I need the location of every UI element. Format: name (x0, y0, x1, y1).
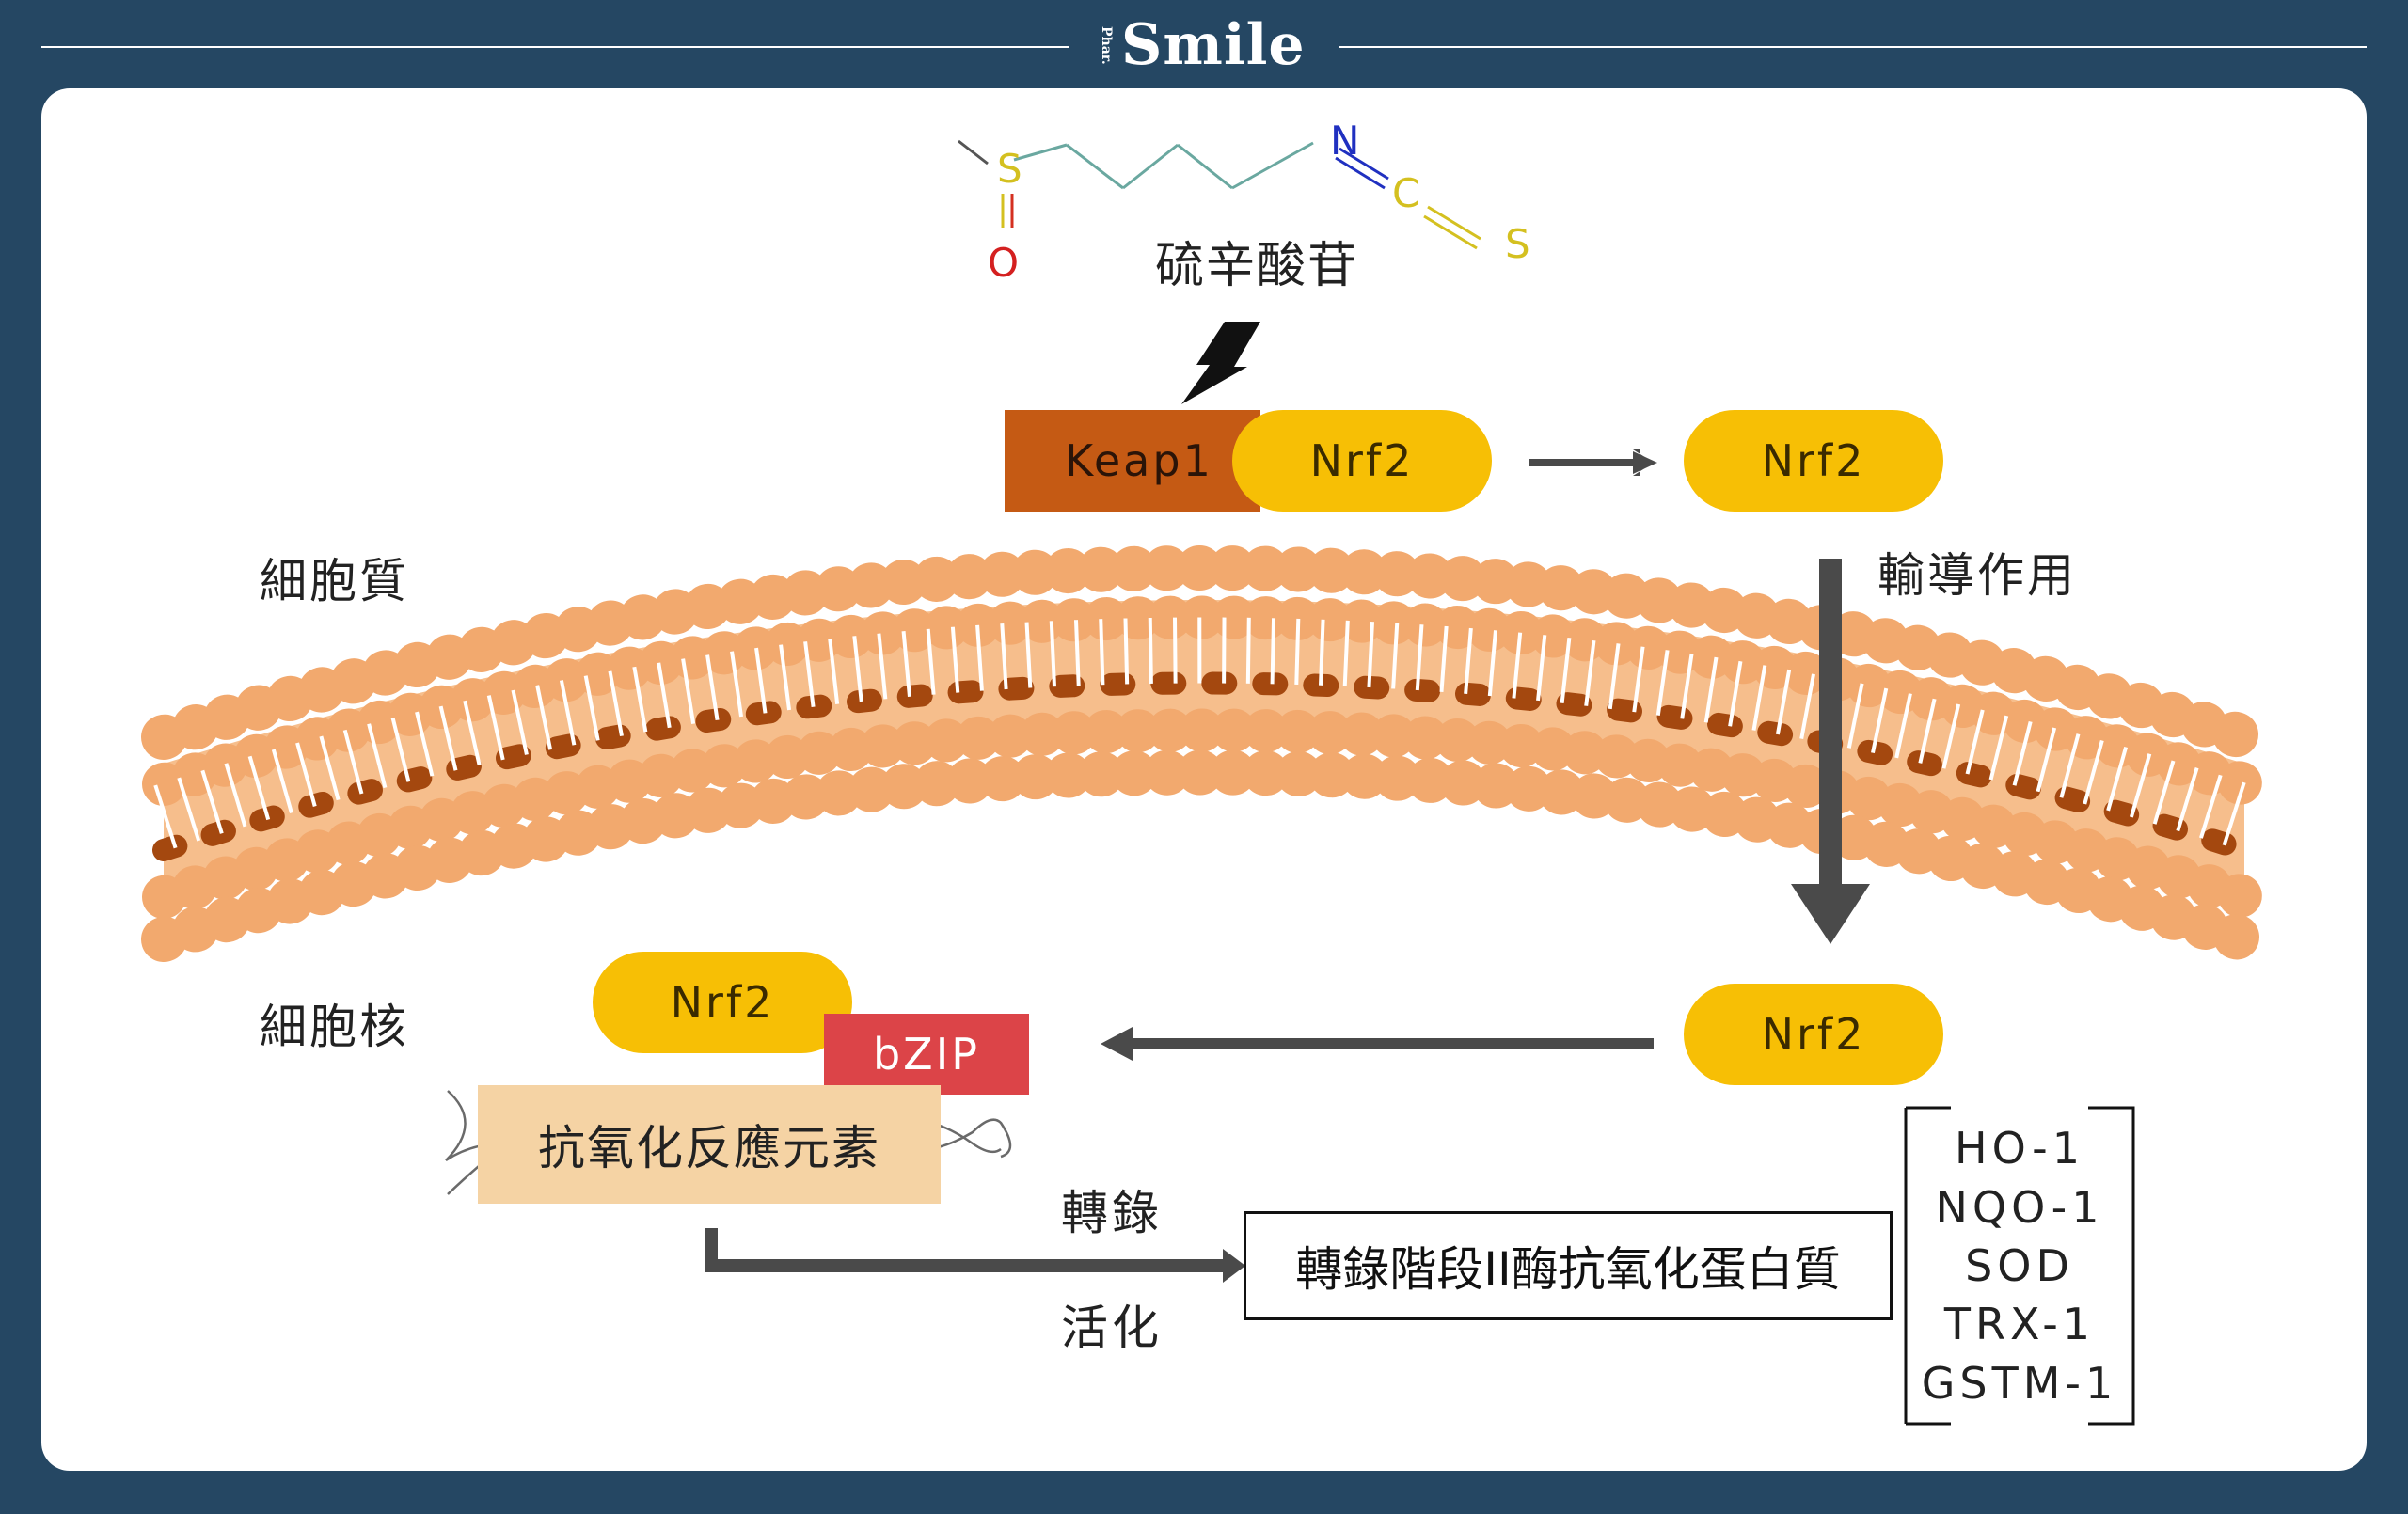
atom-s2: S (1505, 221, 1530, 267)
compound-name: 硫辛酸苷 (1155, 238, 1359, 294)
translocation-label: 輸導作用 (1877, 548, 2077, 603)
transcription-arrow-head (1223, 1249, 1245, 1283)
nrf2-bound-label: Nrf2 (1309, 435, 1415, 486)
translocation-arrow-shaft (1819, 559, 1842, 890)
atom-c: C (1392, 170, 1419, 216)
brand-prefix: Phar. (1099, 25, 1114, 65)
transcription-arrow-shaft (705, 1228, 1227, 1272)
nrf2-nuclear-label: Nrf2 (1761, 1009, 1866, 1060)
arrows (705, 449, 1870, 1283)
chain-bond-3 (1122, 143, 1179, 190)
are-label: 抗氧化反應元素 (538, 1121, 880, 1175)
nrf2-free-label: Nrf2 (1761, 435, 1866, 486)
atom-n: N (1330, 118, 1359, 164)
keap1-label: Keap1 (1065, 435, 1213, 486)
enzyme-item: HO-1 (1955, 1123, 2084, 1175)
bzip-label: bZIP (872, 1029, 981, 1080)
phase2-enzyme-box: 轉錄階段II酶抗氧化蛋白質 (1244, 1211, 1893, 1320)
chain-bond-2 (1066, 143, 1124, 190)
upper-lipid-heads (141, 545, 2267, 760)
lipid-tails (153, 617, 2255, 849)
antioxidant-response-element: 抗氧化反應元素 (478, 1085, 941, 1204)
transcription-label: 轉錄 (1061, 1186, 1163, 1240)
nrf2-are-label: Nrf2 (670, 977, 775, 1028)
atom-o: O (988, 240, 1019, 286)
cell-membrane (141, 545, 2267, 962)
header-line-right (1339, 46, 2367, 48)
brand-logo: Phar. Smile (1099, 8, 1306, 83)
keap1-block: Keap1 (1005, 410, 1260, 512)
activation-label: 活化 (1061, 1301, 1163, 1355)
nc-bond-b (1335, 156, 1386, 190)
release-arrow-tip (1633, 451, 1657, 474)
phase2-enzyme-label: 轉錄階段II酶抗氧化蛋白質 (1295, 1242, 1841, 1297)
enzyme-list: HO-1 NQO-1 SOD TRX-1 GSTM-1 (1909, 1112, 2130, 1420)
cytoplasm-label: 細胞質 (260, 554, 409, 608)
nrf2-free: Nrf2 (1684, 410, 1943, 512)
chain-bond-4 (1177, 143, 1233, 190)
header-line-left (41, 46, 1069, 48)
nrf2-are-bound: Nrf2 (593, 952, 852, 1053)
atom-s1: S (997, 146, 1022, 192)
enzyme-item: GSTM-1 (1921, 1357, 2118, 1409)
nuclear-arrow-head (1101, 1027, 1133, 1061)
bzip-domain: bZIP (824, 1014, 1029, 1095)
enzyme-item: NQO-1 (1935, 1181, 2104, 1233)
methyl-bond (958, 139, 989, 166)
cs-bond-a (1427, 205, 1481, 241)
nrf2-bound-keap1: Nrf2 (1232, 410, 1492, 512)
diagram-graphics: S O N C S (141, 118, 2267, 1426)
nc-bond-a (1339, 147, 1389, 181)
enzyme-item: TRX-1 (1943, 1299, 2096, 1350)
enzyme-bracket (1904, 1106, 2135, 1426)
chain-bond-5 (1231, 141, 1314, 190)
lipid-core (152, 671, 2256, 861)
upper-lipid-heads-inner (142, 595, 2266, 806)
diagram-panel: S O N C S (41, 88, 2367, 1471)
translocation-arrow-head (1791, 884, 1870, 944)
lower-lipid-heads (142, 708, 2266, 919)
enzyme-item: SOD (1965, 1239, 2074, 1291)
brand-name: Smile (1121, 12, 1306, 78)
nucleus-label: 細胞核 (260, 1000, 409, 1054)
chain-bond-1 (1013, 143, 1068, 162)
lightning-bolt-icon (1181, 322, 1260, 404)
cs-bond-b (1423, 214, 1478, 250)
lower-lipid-heads-outer (141, 749, 2267, 962)
molecule-structure (958, 139, 1481, 250)
nrf2-nuclear: Nrf2 (1684, 984, 1943, 1085)
